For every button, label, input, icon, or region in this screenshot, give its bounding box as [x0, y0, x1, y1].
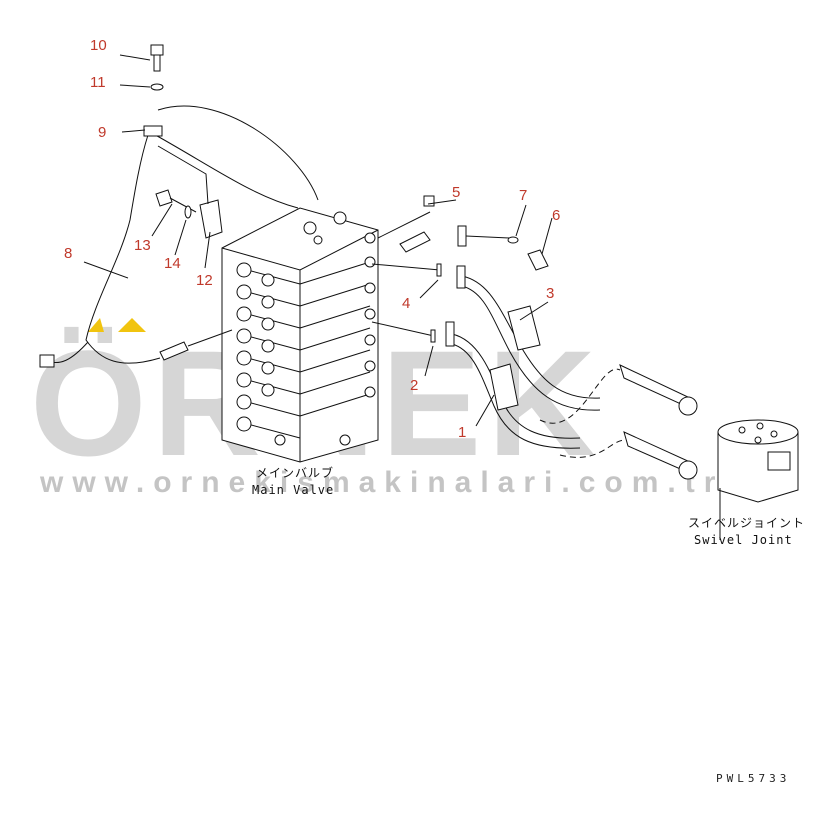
washer-7 [507, 236, 519, 244]
leader-lines [83, 54, 553, 427]
watermark-accent-right [118, 318, 146, 332]
callouts: 1 2 3 4 5 6 7 8 9 10 11 12 13 14 [64, 37, 560, 441]
watermark-accent-left [88, 318, 104, 332]
small-parts [143, 44, 549, 271]
bracket-12 [199, 199, 223, 239]
pressure-sensor-lower [159, 341, 189, 361]
callout-1: 1 [458, 424, 466, 441]
callout-13: 13 [134, 237, 151, 254]
callout-3: 3 [546, 285, 554, 302]
fitting-4 [436, 263, 442, 277]
callout-7: 7 [519, 187, 527, 204]
elbow-3 [456, 265, 466, 289]
callout-11: 11 [90, 74, 106, 91]
callout-6: 6 [552, 207, 560, 224]
elbow-1 [445, 321, 455, 347]
elbow-upper [457, 225, 467, 247]
hose-3-sleeve [507, 305, 541, 351]
callout-9: 9 [98, 124, 106, 141]
callout-2: 2 [410, 377, 418, 394]
callout-12: 12 [196, 272, 213, 289]
fitting-5 [423, 195, 435, 207]
hose-1-sleeve [489, 363, 519, 411]
bolt-6 [527, 249, 549, 271]
pressure-sensor-upper [399, 231, 431, 253]
fitting-2 [430, 329, 436, 343]
swivel-joint-label-en: Swivel Joint [694, 533, 793, 547]
washer-14 [184, 205, 192, 219]
main-valve-label-jp: メインバルブ [256, 465, 334, 480]
main-valve-label-en: Main Valve [252, 483, 334, 497]
component-labels: メインバルブ Main Valve スイベルジョイント Swivel Joint [252, 465, 805, 547]
watermark-url: www.ornekismakinalari.com.tr [39, 466, 724, 499]
swivel-joint-label-jp: スイベルジョイント [688, 516, 805, 530]
callout-8: 8 [64, 245, 72, 262]
bolt-10 [150, 44, 164, 56]
washer-11 [150, 83, 164, 91]
clamp-9 [143, 125, 163, 137]
bolt-13 [155, 189, 173, 207]
callout-10: 10 [90, 37, 107, 54]
main-valve [221, 207, 379, 463]
hydraulic-lines [39, 105, 698, 480]
connector-8 [39, 354, 55, 368]
drawing-code: PWL5733 [716, 772, 790, 785]
callout-4: 4 [402, 295, 410, 312]
swivel-joint [717, 419, 799, 540]
callout-5: 5 [452, 184, 460, 201]
callout-14: 14 [164, 255, 181, 272]
